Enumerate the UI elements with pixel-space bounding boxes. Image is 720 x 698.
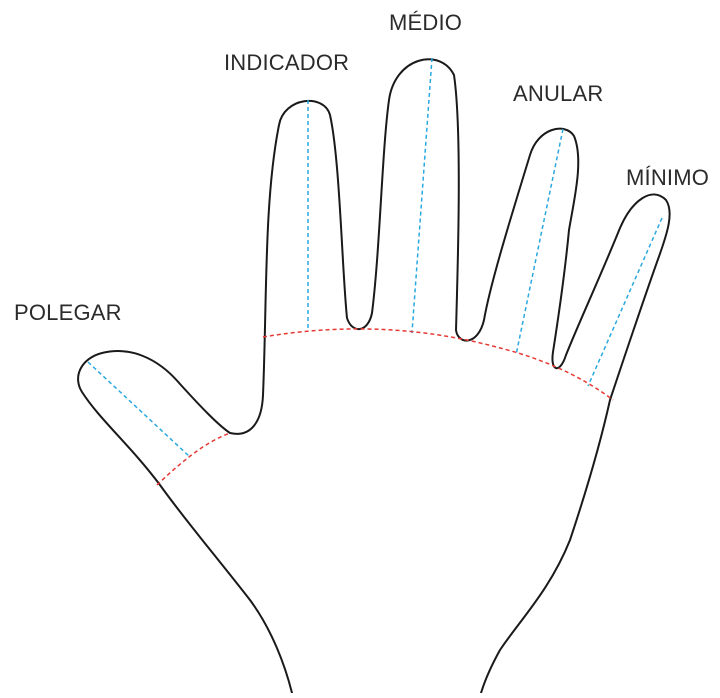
- thumb-axis-line: [88, 362, 190, 457]
- finger-base-lines: [157, 329, 613, 485]
- little-axis-line: [588, 218, 662, 386]
- thumb-label: POLEGAR: [14, 302, 122, 324]
- little-finger-label: MÍNIMO: [626, 167, 709, 189]
- ring-finger-label: ANULAR: [513, 83, 603, 105]
- hand-outline: [78, 59, 670, 693]
- ring-axis-line: [516, 129, 563, 355]
- finger-axis-lines: [88, 58, 662, 457]
- thumb-base-line: [157, 433, 230, 485]
- middle-finger-label: MÉDIO: [389, 12, 462, 34]
- middle-axis-line: [412, 58, 432, 333]
- index-finger-label: INDICADOR: [224, 52, 349, 74]
